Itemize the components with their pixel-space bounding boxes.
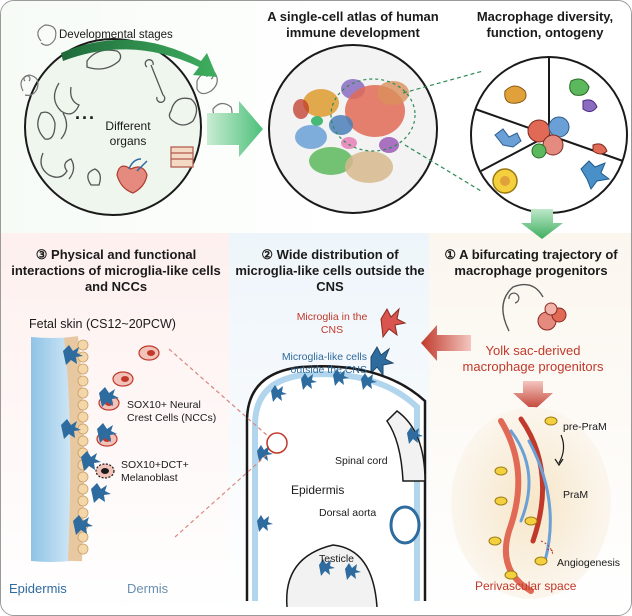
- dorsal-aorta-label: Dorsal aorta: [319, 507, 377, 519]
- stomach-icon: [53, 82, 80, 115]
- melanoblast-label: SOX10+DCT+ Melanoblast: [121, 459, 189, 484]
- bone-icon: [144, 59, 166, 103]
- skin-zoom-lines: [168, 348, 270, 538]
- fetal-skin-label: Fetal skin (CS12~20PCW): [29, 317, 176, 331]
- perivascular-label: Perivascular space: [475, 579, 577, 593]
- to-panel2-arrow: [421, 325, 471, 361]
- liver-icon: [86, 49, 122, 70]
- angiogenesis-label: Angiogenesis: [557, 557, 621, 569]
- organs-ellipsis: ...: [75, 103, 97, 123]
- microglia-like-label: Microglia-like cells outside the CNS: [281, 351, 367, 376]
- different-organs-label: Different organs: [105, 119, 151, 148]
- brain-icon: [168, 97, 198, 126]
- zoom-lines: [402, 70, 484, 192]
- panel3-title: ③ Physical and functional interactions o…: [11, 247, 221, 294]
- to-panel1-arrow: [521, 209, 563, 239]
- panel2-title: ② Wide distribution of microglia-like ce…: [235, 247, 425, 294]
- pram-label: PraM: [563, 489, 589, 501]
- panel3-dermis-label: Dermis: [127, 581, 169, 596]
- heart-icon: [116, 165, 148, 194]
- to-atlas-arrow: [207, 101, 263, 157]
- yolk-sac-progenitor-label: Yolk sac-derived macrophage progenitors: [462, 343, 604, 374]
- perivascular-illustration: [451, 407, 611, 599]
- lung-icon: [37, 111, 68, 140]
- microglia-cns-label: Microglia in the CNS: [296, 311, 368, 336]
- to-perivascular-arrow: [513, 381, 553, 411]
- developmental-stages-label: Developmental stages: [59, 29, 173, 41]
- embryo-section: [245, 365, 427, 608]
- kidney-icon: [87, 168, 101, 186]
- atlas-title: A single-cell atlas of human immune deve…: [267, 9, 439, 40]
- yolk-sac-illustration: [502, 283, 567, 332]
- organs-circle: [24, 38, 202, 216]
- fetal-skin-illustration: [31, 336, 160, 562]
- panel2-epidermis-label: Epidermis: [291, 483, 345, 497]
- macrophage-diversity-circle: [470, 56, 628, 214]
- pre-pram-label: pre-PraM: [563, 421, 607, 433]
- panel1-title: ① A bifurcating trajectory of macrophage…: [444, 247, 618, 278]
- umap-atlas-circle: [268, 44, 438, 214]
- skin-icon: [170, 146, 194, 168]
- intestine-icon: [40, 152, 75, 180]
- microglia-legend: [370, 307, 407, 377]
- developmental-stages-arrow: [61, 39, 217, 77]
- diversity-title: Macrophage diversity, function, ontogeny: [476, 9, 614, 40]
- testicle-label: Testicle: [319, 553, 355, 565]
- ncc-label: SOX10+ Neural Crest Cells (NCCs): [127, 399, 217, 424]
- panel3-epidermis-label: Epidermis: [9, 581, 67, 596]
- spinal-cord-label: Spinal cord: [335, 455, 388, 467]
